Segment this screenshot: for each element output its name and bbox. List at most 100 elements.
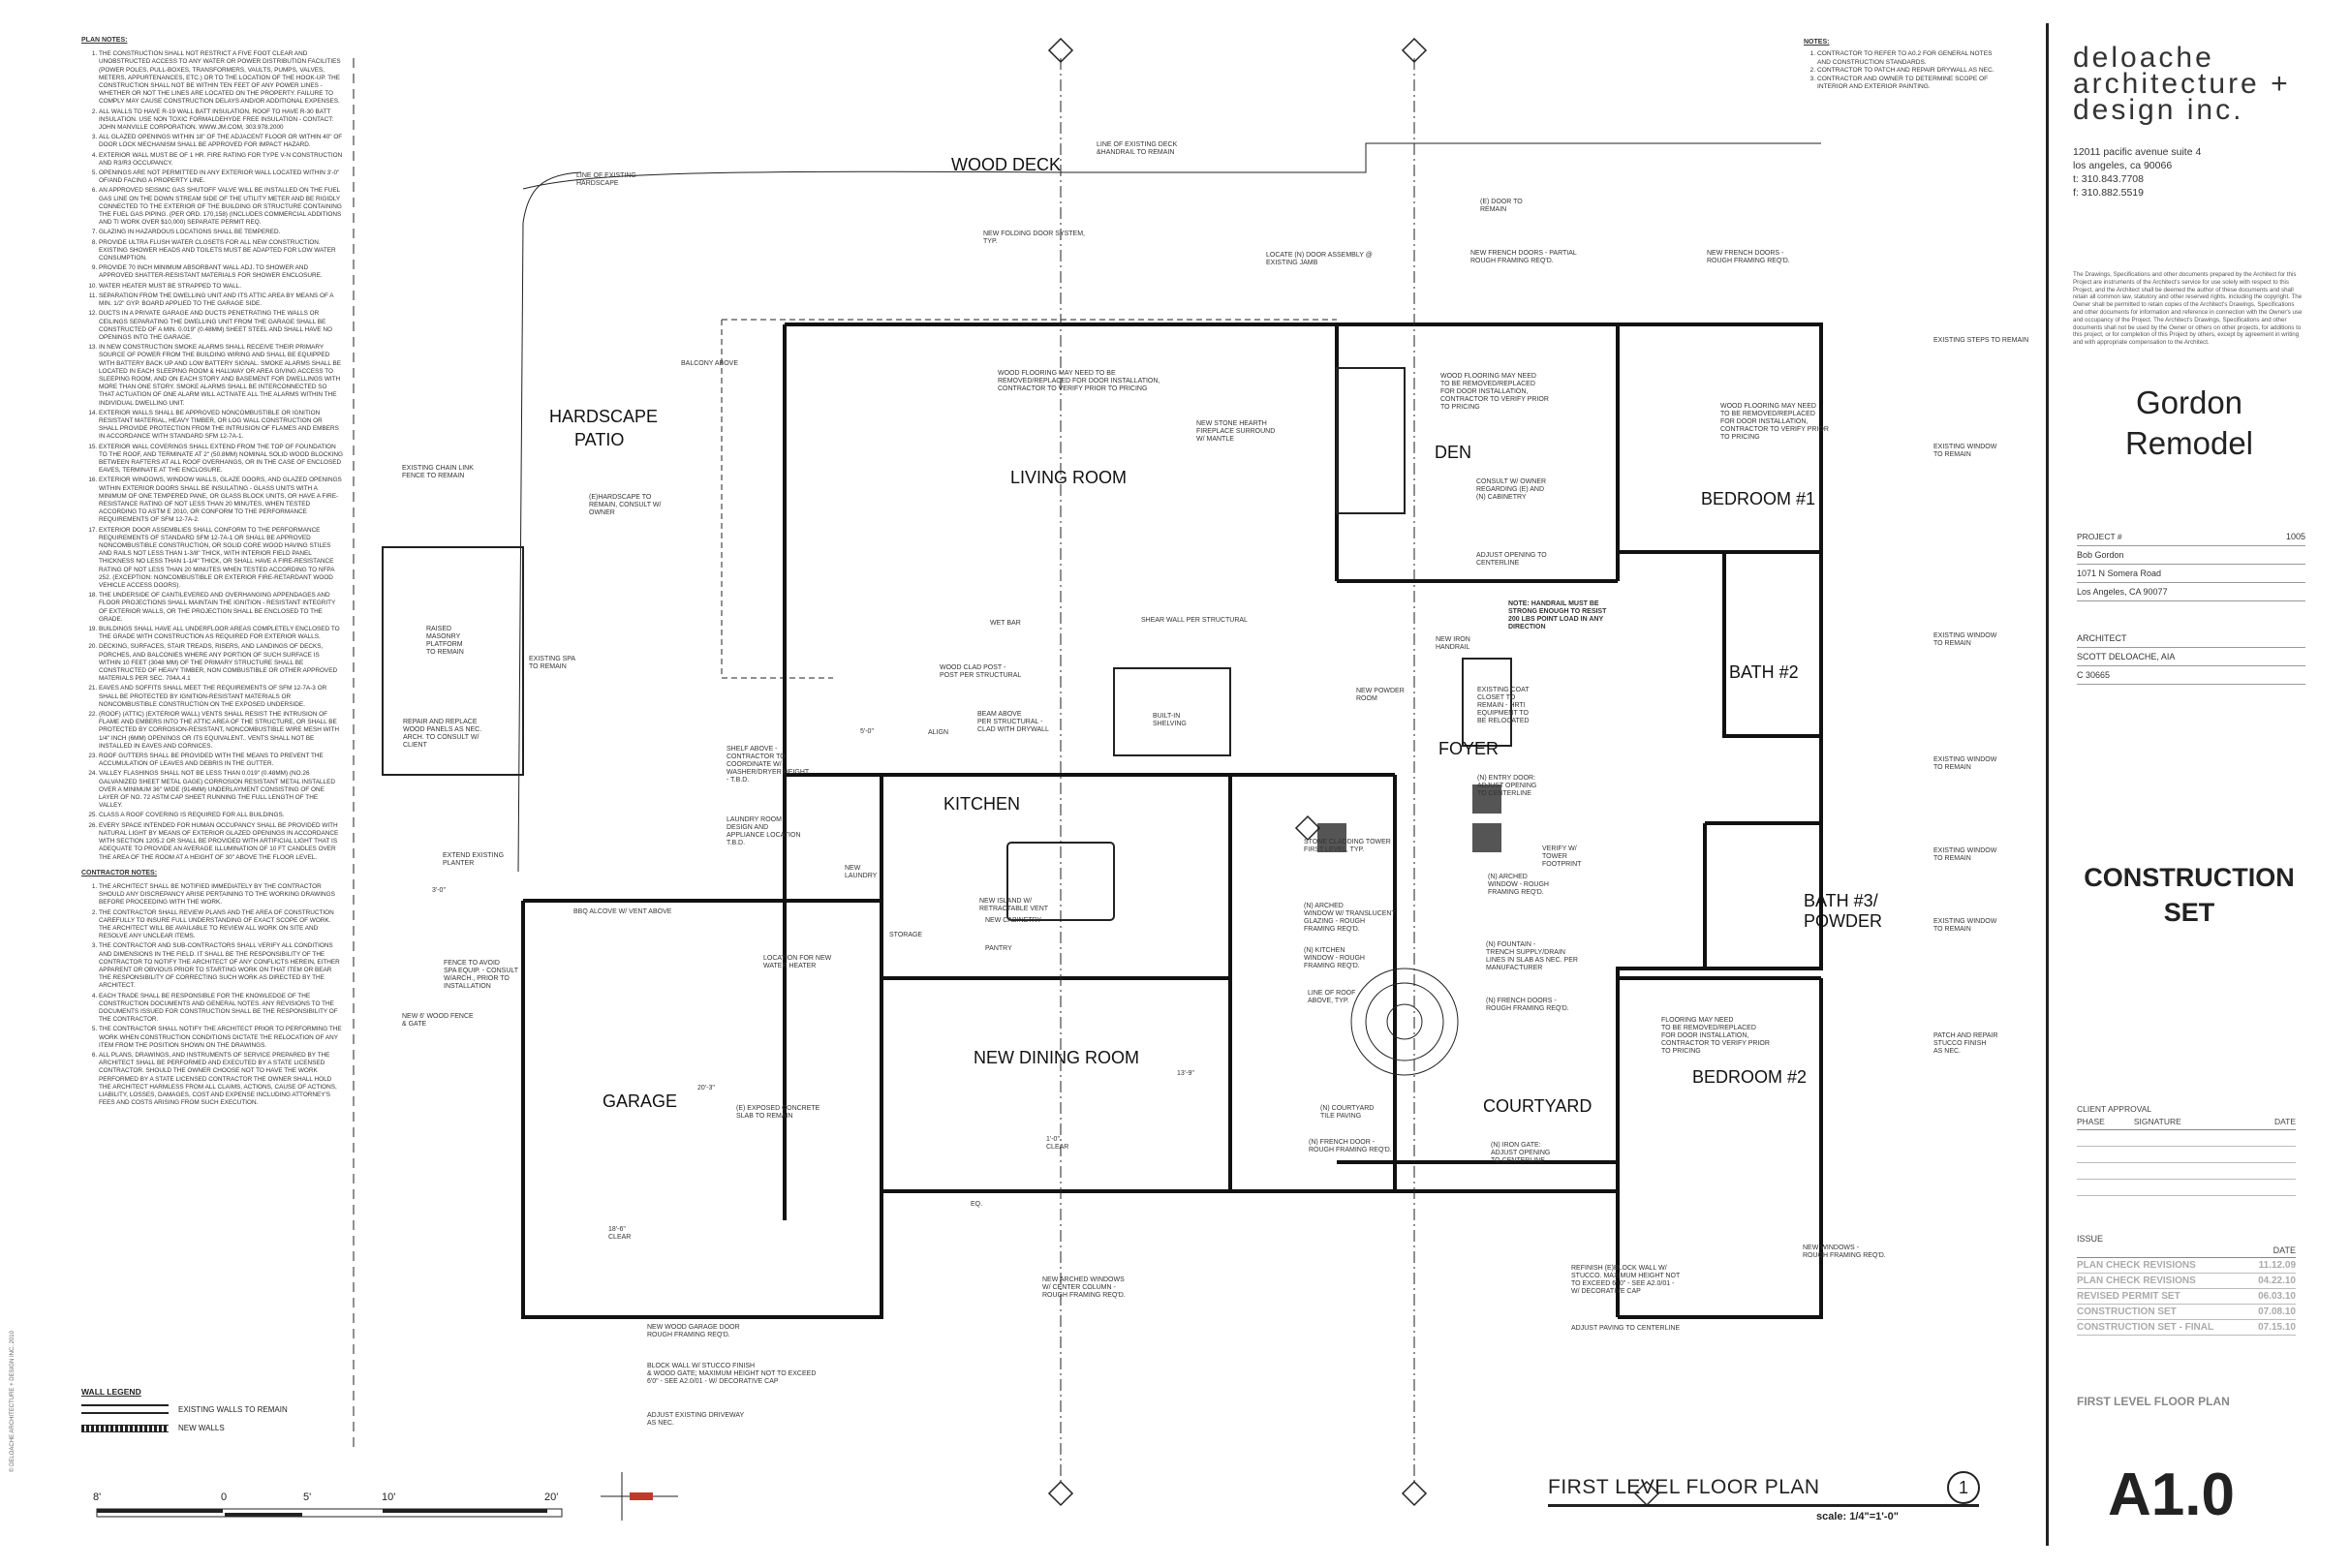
plan-scale: scale: 1/4"=1'-0" xyxy=(1816,1511,1899,1522)
plan-title-underline xyxy=(1548,1504,1979,1507)
note-item: PROVIDE ULTRA FLUSH WATER CLOSETS FOR AL… xyxy=(99,239,343,263)
fountain-outer xyxy=(1350,968,1459,1076)
architect-label: ARCHITECT xyxy=(2077,630,2305,648)
dim-13: 13'-9" xyxy=(1177,1070,1194,1077)
note-window-remain-3: EXISTING WINDOW TO REMAIN xyxy=(1933,756,1997,771)
scale-label-8: 8' xyxy=(93,1491,102,1503)
scale-bar-graphic xyxy=(96,1508,563,1518)
project-info: PROJECT #1005 Bob Gordon 1071 N Somera R… xyxy=(2077,528,2305,601)
note-raised-masonry: RAISED MASONRY PLATFORM TO REMAIN xyxy=(426,626,464,656)
note-driveway: ADJUST EXISTING DRIVEWAY AS NEC. xyxy=(647,1412,745,1427)
note-item: EXTERIOR WINDOWS, WINDOW WALLS, GLAZE DO… xyxy=(99,477,343,524)
note-item: ALL WALLS TO HAVE R-19 WALL BATT INSULAT… xyxy=(99,108,343,133)
note-item: EXTERIOR WALL MUST BE OF 1 HR. FIRE RATI… xyxy=(99,152,343,168)
note-line-roof: LINE OF ROOF ABOVE, TYP. xyxy=(1308,990,1356,1004)
wall-garage xyxy=(521,901,883,1319)
note-garage-door: NEW WOOD GARAGE DOOR ROUGH FRAMING REQ'D… xyxy=(647,1324,740,1338)
note-clear-dining: 1'-0" CLEAR xyxy=(1046,1136,1069,1151)
note-existing-steps: EXISTING STEPS TO REMAIN xyxy=(1933,337,2029,344)
scale-label-5: 5' xyxy=(303,1491,312,1503)
firm-name-line1: deloache xyxy=(2073,42,2214,74)
status-line1: CONSTRUCTION xyxy=(2084,863,2295,892)
top-notes-title: NOTES: xyxy=(1804,39,1830,46)
north-arrow xyxy=(601,1472,678,1521)
note-window-remain-2: EXISTING WINDOW TO REMAIN xyxy=(1933,632,1997,647)
architect-license: C 30665 xyxy=(2077,666,2305,685)
note-item: EACH TRADE SHALL BE RESPONSIBLE FOR THE … xyxy=(99,993,343,1025)
note-entry-door: (N) ENTRY DOOR: ADJUST OPENING TO CENTER… xyxy=(1477,775,1537,797)
issue-row-name: CONSTRUCTION SET xyxy=(2077,1307,2177,1317)
plan-notes-list: THE CONSTRUCTION SHALL NOT RESTRICT A FI… xyxy=(81,50,343,862)
note-fence-spa: FENCE TO AVOID SPA EQUIP. - CONSULT W/AR… xyxy=(444,960,519,990)
project-city-row: Los Angeles, CA 90077 xyxy=(2077,583,2305,601)
note-verify-tower: VERIFY W/ TOWER FOOTPRINT xyxy=(1542,845,1582,868)
note-iron-gate: (N) IRON GATE: ADJUST OPENING TO CENTERL… xyxy=(1491,1142,1551,1164)
note-existing-spa: EXISTING SPA TO REMAIN xyxy=(529,656,576,670)
new-wall-swatch xyxy=(81,1424,169,1432)
project-number-label: PROJECT # xyxy=(2077,532,2122,541)
approval-line xyxy=(2077,1180,2296,1196)
note-consult-owner: CONSULT W/ OWNER REGARDING (E) AND (N) C… xyxy=(1476,478,1547,501)
wall-bath2 xyxy=(1722,552,1821,738)
note-courtyard-tile: (N) COURTYARD TILE PAVING xyxy=(1320,1105,1375,1120)
exterior-wall-east xyxy=(785,323,1823,1164)
note-item: THE UNDERSIDE OF CANTILEVERED AND OVERHA… xyxy=(99,592,343,624)
issue-row: PLAN CHECK REVISIONS 11.12.09 xyxy=(2077,1258,2296,1274)
approval-date: DATE xyxy=(2273,1117,2296,1126)
firm-name-line2: architecture + xyxy=(2073,68,2291,100)
note-pantry: PANTRY xyxy=(985,945,1012,952)
wall-legend: WALL LEGEND EXISTING WALLS TO REMAIN NEW… xyxy=(81,1387,333,1442)
project-name: Gordon Remodel xyxy=(2063,383,2315,464)
note-item: THE CONSTRUCTION SHALL NOT RESTRICT A FI… xyxy=(99,50,343,106)
note-kitchen-window: (N) KITCHEN WINDOW - ROUGH FRAMING REQ'D… xyxy=(1304,947,1365,969)
approval-signature: SIGNATURE xyxy=(2133,1117,2181,1126)
note-item: OPENINGS ARE NOT PERMITTED IN ANY EXTERI… xyxy=(99,169,343,185)
note-item: GLAZING IN HAZARDOUS LOCATIONS SHALL BE … xyxy=(99,229,343,236)
note-exposed-concrete: (E) EXPOSED CONCRETE SLAB TO REMAIN xyxy=(736,1105,820,1120)
note-wet-bar: WET BAR xyxy=(990,620,1021,627)
architect-name: SCOTT DELOACHE, AIA xyxy=(2077,648,2305,666)
room-den: DEN xyxy=(1435,443,1472,462)
note-existing-hardscape: LINE OF EXISTING HARDSCAPE xyxy=(576,172,636,187)
dim-eq: EQ. xyxy=(971,1201,983,1208)
top-notes-list: CONTRACTOR TO REFER TO A0.2 FOR GENERAL … xyxy=(1804,50,1997,91)
note-wood-fence: NEW 6' WOOD FENCE & GATE xyxy=(402,1013,474,1028)
issue-row-name: PLAN CHECK REVISIONS xyxy=(2077,1260,2196,1271)
dim-3: 3'-0" xyxy=(432,887,446,894)
approval-phase: PHASE xyxy=(2077,1117,2105,1126)
note-patch-repair: PATCH AND REPAIR STUCCO FINISH AS NEC. xyxy=(1933,1032,1998,1055)
note-e-door: (E) DOOR TO REMAIN xyxy=(1480,199,1523,213)
masonry-platform xyxy=(382,546,524,776)
tower-nw xyxy=(1317,823,1346,852)
firm-name: deloache architecture + design inc. xyxy=(2073,42,2291,125)
top-notes: NOTES: CONTRACTOR TO REFER TO A0.2 FOR G… xyxy=(1804,39,1997,91)
note-item: EXTERIOR WALLS SHALL BE APPROVED NONCOMB… xyxy=(99,410,343,442)
note-item: AN APPROVED SEISMIC GAS SHUTOFF VALVE WI… xyxy=(99,187,343,227)
room-garage: GARAGE xyxy=(603,1091,678,1111)
note-refinish-wall: REFINISH (E)BLOCK WALL W/ STUCCO. MAXIMU… xyxy=(1571,1265,1681,1295)
project-name-line2: Remodel xyxy=(2124,425,2254,461)
issue-date-header: DATE xyxy=(2273,1245,2296,1255)
note-hearth: NEW STONE HEARTH FIREPLACE SURROUND W/ M… xyxy=(1196,420,1276,443)
existing-wall-swatch xyxy=(81,1404,169,1414)
wall-legend-title: WALL LEGEND xyxy=(81,1387,141,1397)
note-item: THE ARCHITECT SHALL BE NOTIFIED IMMEDIAT… xyxy=(99,883,343,907)
note-item: EVERY SPACE INTENDED FOR HUMAN OCCUPANCY… xyxy=(99,822,343,862)
architect-info: ARCHITECT SCOTT DELOACHE, AIA C 30665 xyxy=(2077,630,2305,685)
note-arched-windows: NEW ARCHED WINDOWS W/ CENTER COLUMN - RO… xyxy=(1042,1276,1126,1299)
sheet-title: FIRST LEVEL FLOOR PLAN xyxy=(2077,1395,2230,1408)
note-item: EXTERIOR WALL COVERINGS SHALL EXTEND FRO… xyxy=(99,444,343,476)
note-powder: NEW POWDER ROOM xyxy=(1356,688,1405,702)
note-hardscape-remain: (E)HARDSCAPE TO REMAIN, CONSULT W/ OWNER xyxy=(589,494,662,516)
issue-row-name: CONSTRUCTION SET - FINAL xyxy=(2077,1322,2214,1333)
issue-row-date: 11.12.09 xyxy=(2258,1260,2296,1271)
wall-bed2 xyxy=(1618,978,1823,1319)
note-french-dining: (N) FRENCH DOOR - ROUGH FRAMING REQ'D. xyxy=(1309,1139,1392,1153)
approval-line xyxy=(2077,1130,2296,1147)
note-item: ALL PLANS, DRAWINGS, AND INSTRUMENTS OF … xyxy=(99,1052,343,1107)
note-item: DUCTS IN A PRIVATE GARAGE AND DUCTS PENE… xyxy=(99,310,343,342)
note-existing-deck: LINE OF EXISTING DECK &HANDRAIL TO REMAI… xyxy=(1097,141,1178,156)
